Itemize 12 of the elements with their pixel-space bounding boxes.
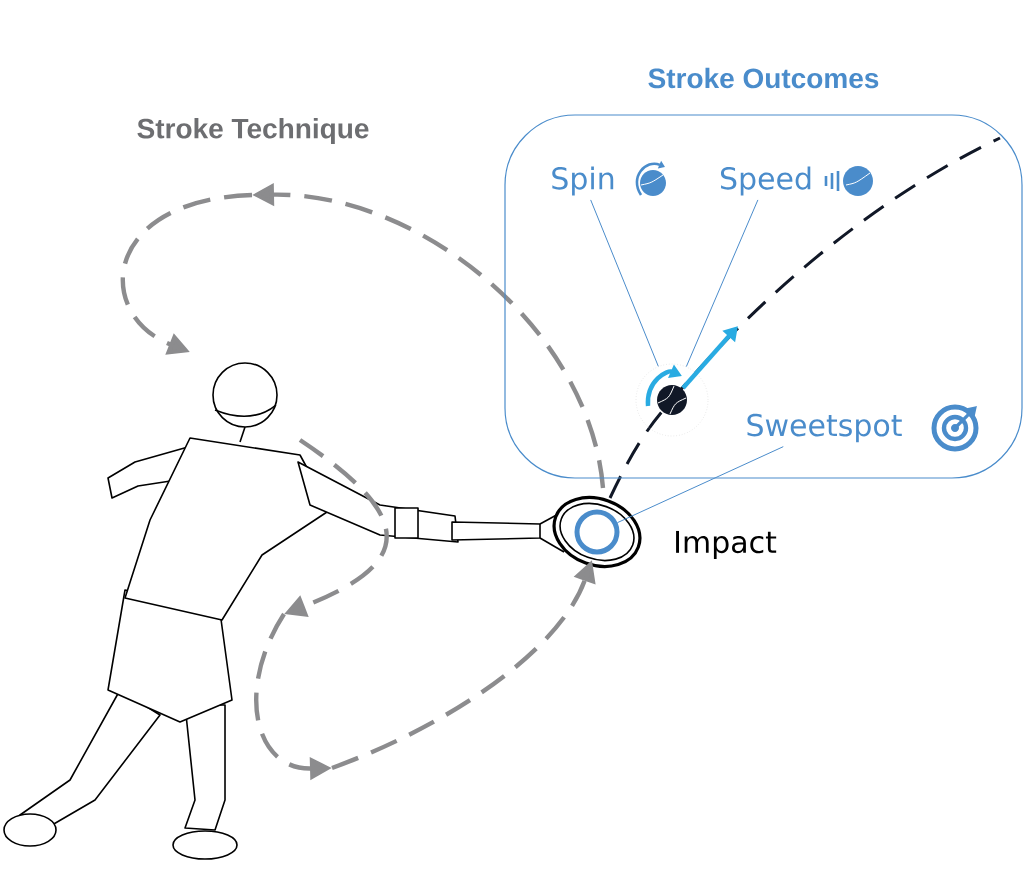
impact-label: Impact bbox=[676, 530, 777, 560]
section-heading: Stroke Technique bbox=[137, 117, 369, 145]
impact-ring bbox=[574, 509, 620, 555]
outcome-box bbox=[504, 67, 1023, 479]
leader-line bbox=[685, 199, 759, 368]
outcome-label: Sweetspot bbox=[747, 413, 902, 443]
leader-line bbox=[616, 446, 784, 524]
outcome-label: Speed bbox=[720, 166, 811, 196]
outcome-label: Spin bbox=[552, 166, 614, 196]
ball-marker bbox=[635, 363, 709, 437]
box-heading: Stroke Outcomes bbox=[648, 67, 879, 89]
leader-line bbox=[590, 199, 659, 367]
